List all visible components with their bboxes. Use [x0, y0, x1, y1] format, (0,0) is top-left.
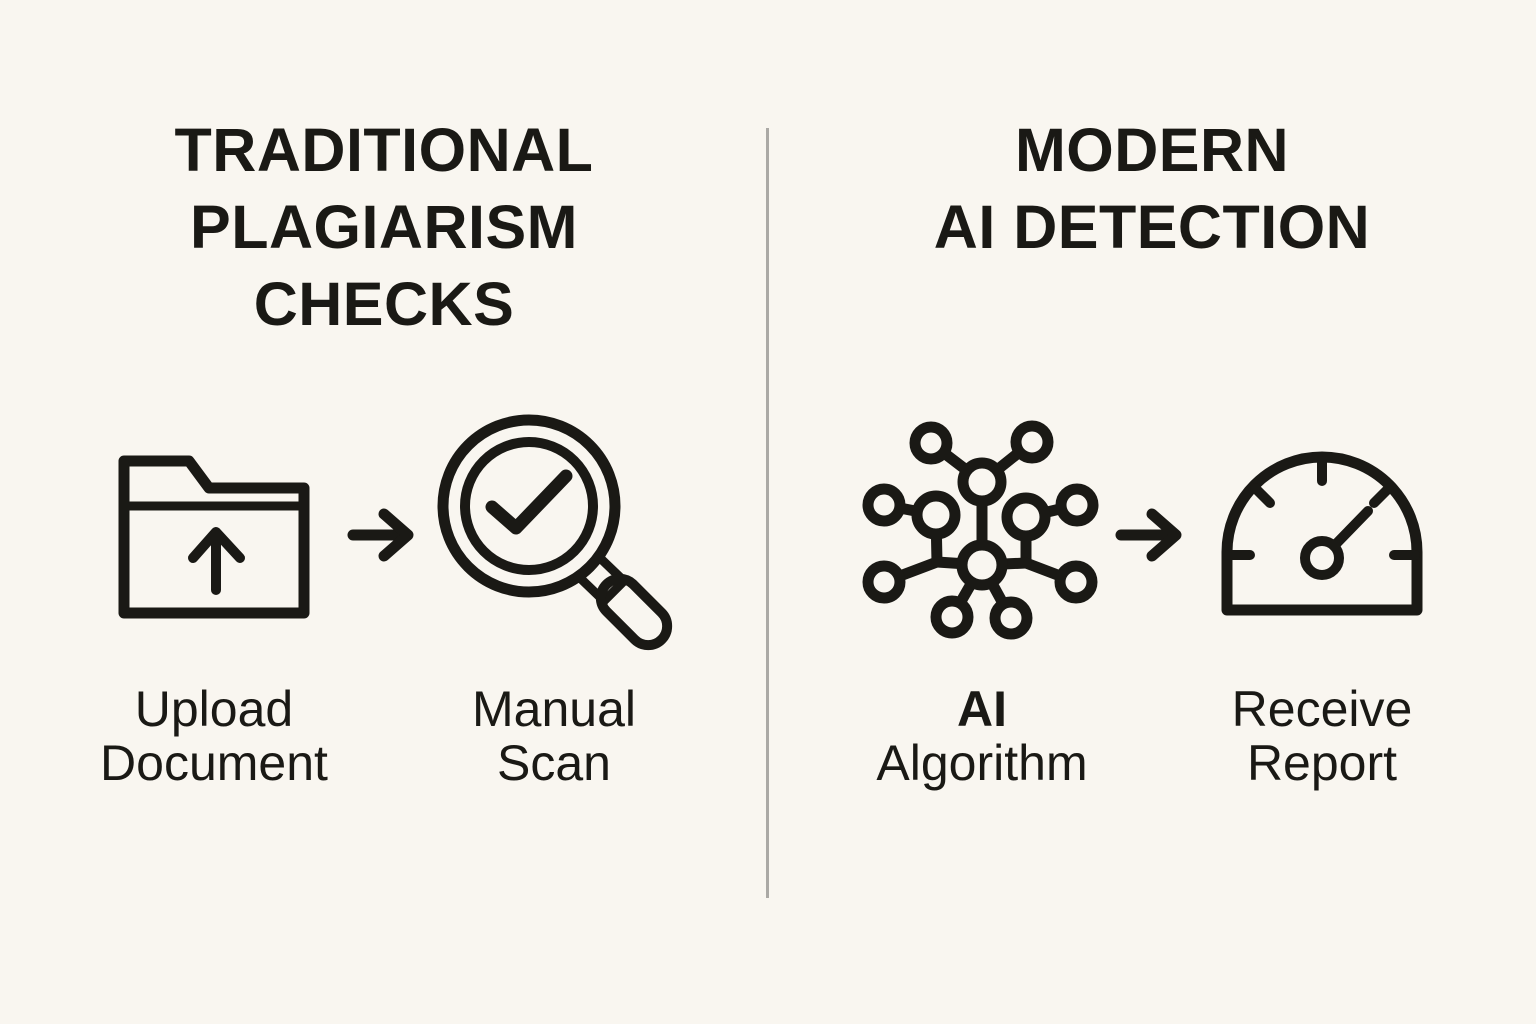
step-label-line: Document	[100, 735, 328, 791]
step-label-line: AI	[957, 681, 1007, 737]
modern-panel: MODERN AI DETECTION	[768, 0, 1536, 1024]
modern-steps-row: AI Algorithm	[768, 410, 1536, 790]
title-line: CHECKS	[253, 270, 515, 338]
step-label: Receive Report	[1232, 682, 1413, 790]
traditional-steps-row: Upload Document	[0, 410, 768, 790]
arrow-right-icon	[1114, 505, 1190, 565]
magnifying-glass-check-icon	[422, 410, 686, 660]
folder-upload-icon	[82, 410, 346, 660]
title-line: PLAGIARISM	[190, 193, 578, 261]
step-label-line: Scan	[497, 735, 611, 791]
step-label: Manual Scan	[472, 682, 636, 790]
arrow-right-icon	[346, 505, 422, 565]
title-line: TRADITIONAL	[174, 116, 594, 184]
step-upload-document: Upload Document	[82, 410, 346, 790]
traditional-title: TRADITIONAL PLAGIARISM CHECKS	[0, 112, 768, 343]
vertical-divider	[766, 128, 769, 898]
step-label-line: Manual	[472, 681, 636, 737]
step-label: AI Algorithm	[876, 682, 1087, 790]
step-label-line: Receive	[1231, 681, 1413, 737]
modern-title: MODERN AI DETECTION	[768, 112, 1536, 266]
step-label-line: Upload	[134, 681, 294, 737]
step-manual-scan: Manual Scan	[422, 410, 686, 790]
title-line: AI DETECTION	[933, 193, 1371, 261]
title-line: MODERN	[1014, 116, 1290, 184]
step-label: Upload Document	[100, 682, 328, 790]
gauge-icon	[1190, 410, 1454, 660]
step-receive-report: Receive Report	[1190, 410, 1454, 790]
ai-network-icon	[850, 410, 1114, 660]
traditional-panel: TRADITIONAL PLAGIARISM CHECKS Upload Doc…	[0, 112, 768, 790]
step-label-line: Report	[1246, 735, 1398, 791]
step-ai-algorithm: AI Algorithm	[850, 410, 1114, 790]
step-label-line: Algorithm	[876, 735, 1088, 791]
